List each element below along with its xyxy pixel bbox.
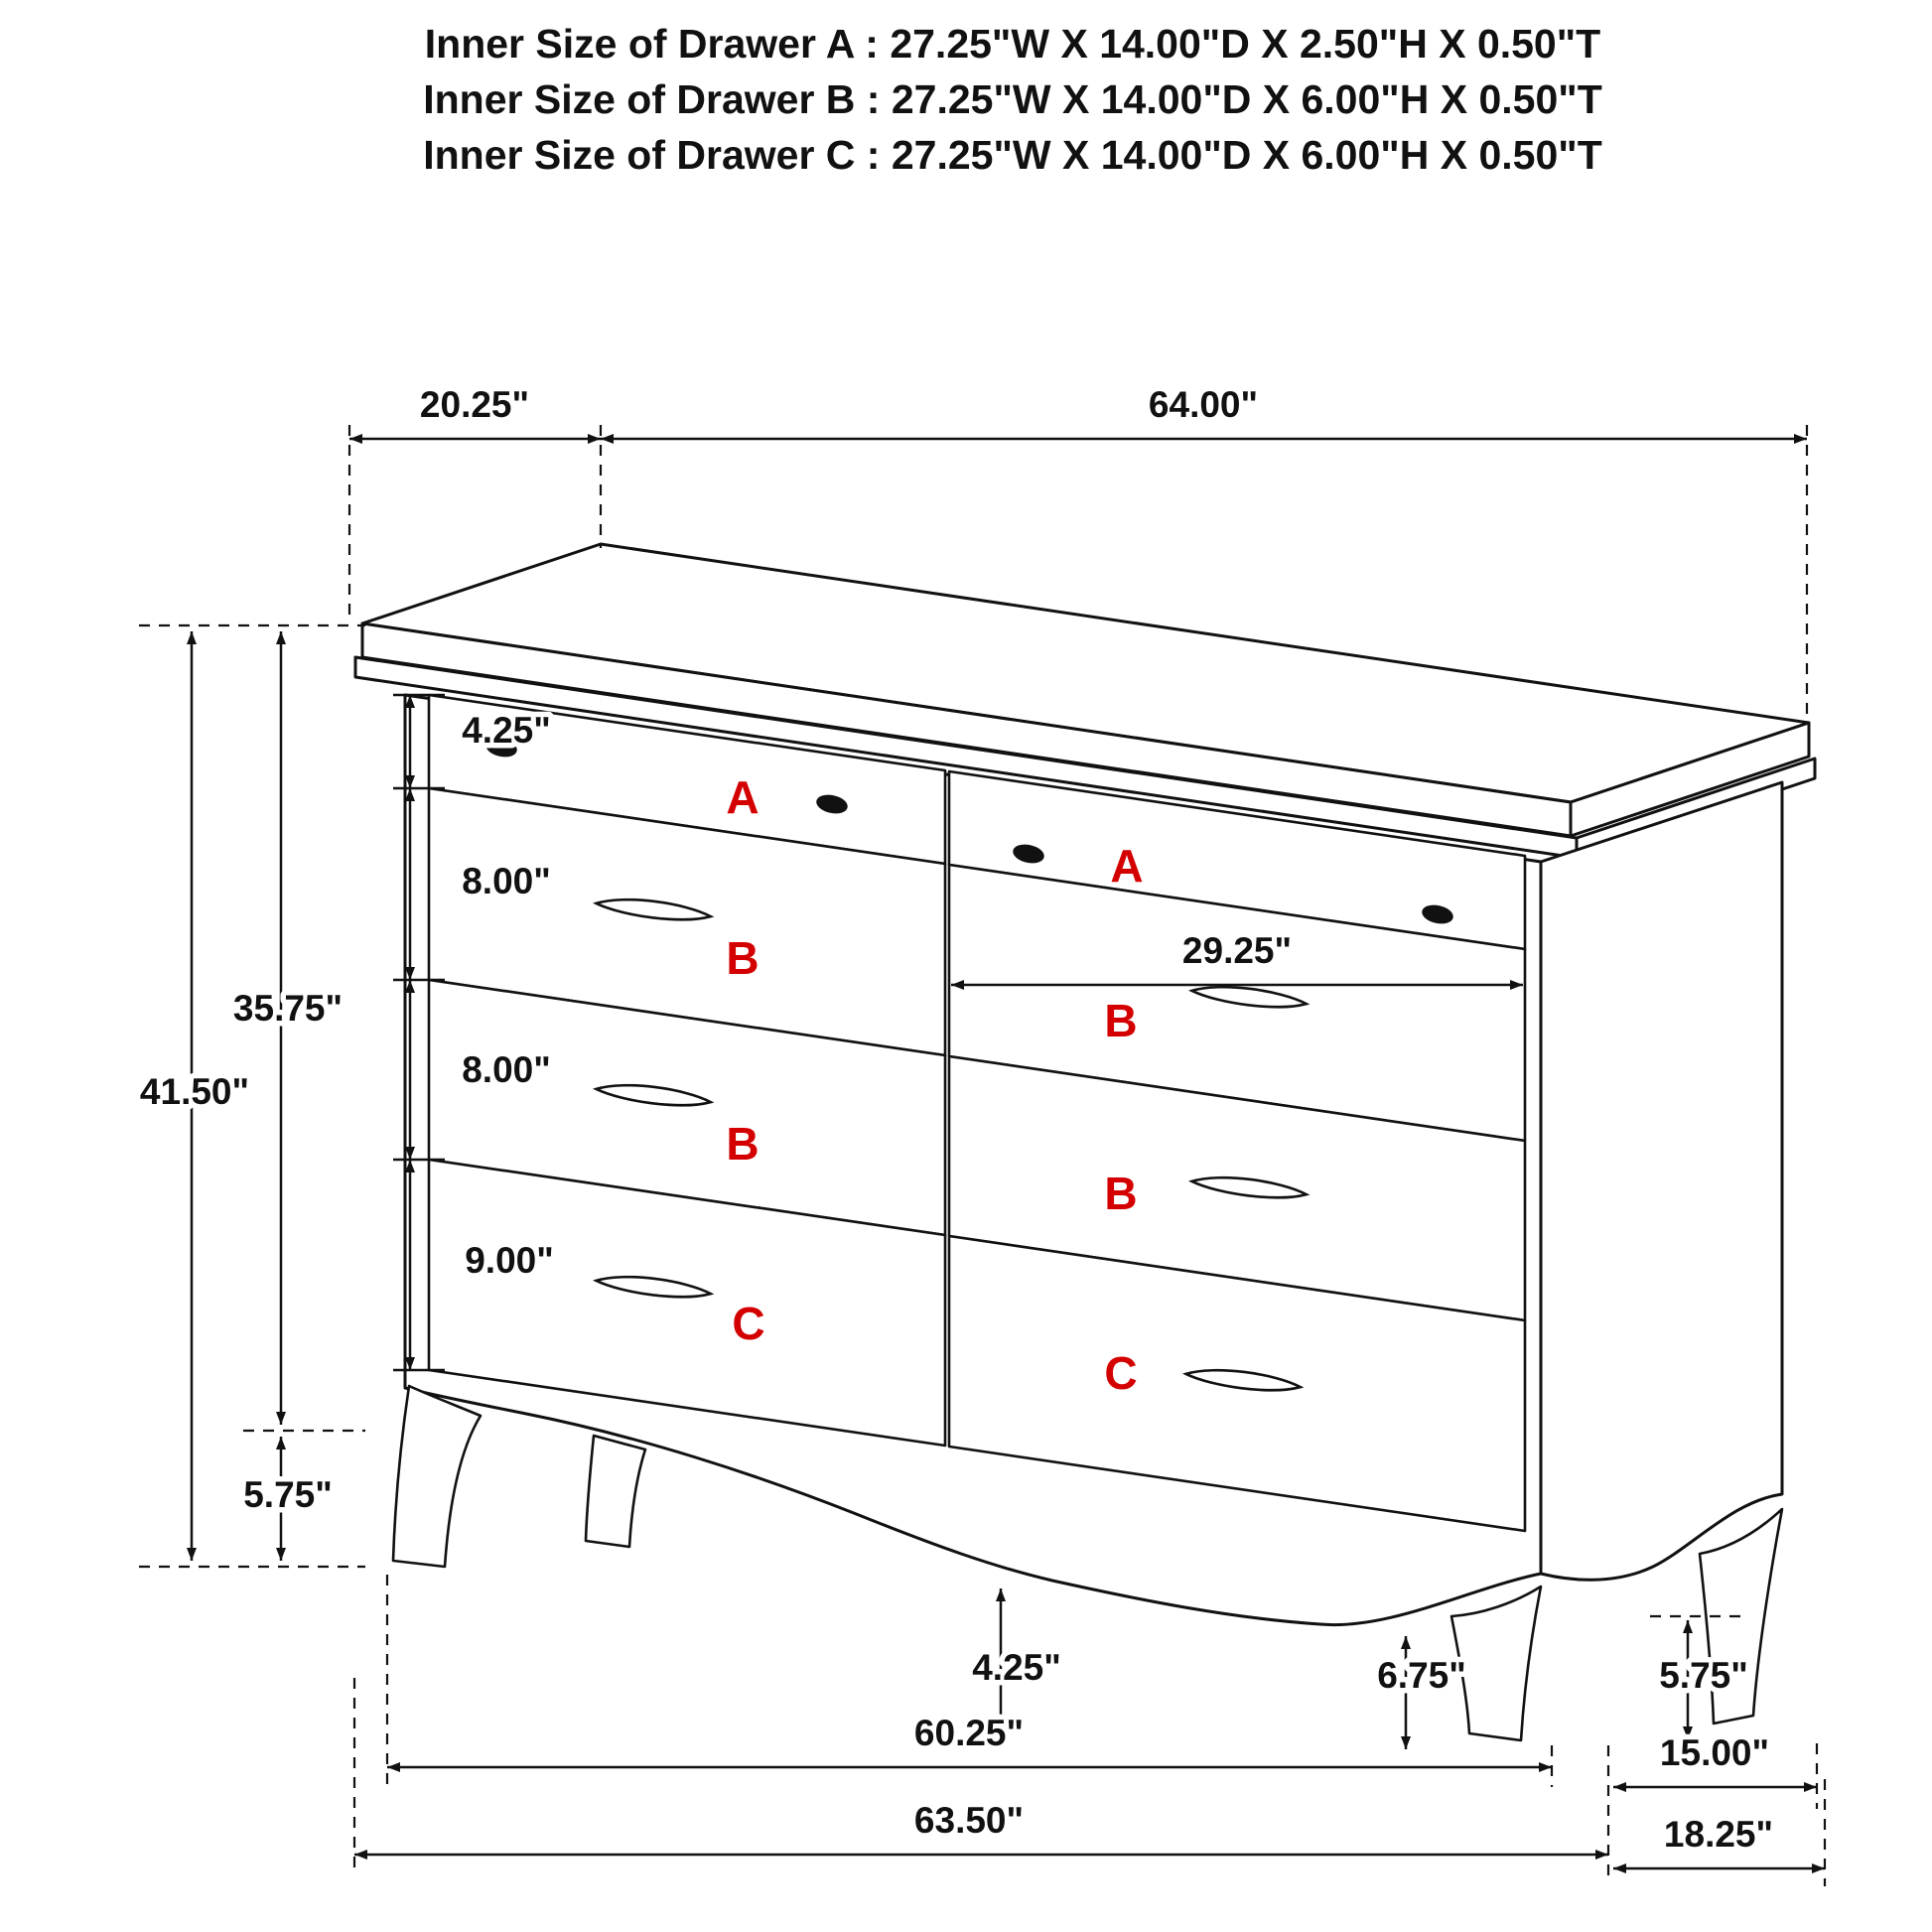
dim-label-drawer-c: 9.00" [465,1240,554,1281]
drawer-pull-icon [592,1275,715,1299]
drawer-label-b2-right: B [1104,1168,1137,1219]
drawer-label-a-left: A [726,771,759,823]
carcass-side [1539,780,1784,1582]
dim-label-top-width: 64.00" [1149,384,1258,425]
drawer-label-c-right: C [1104,1347,1137,1399]
dim-label-overall-height: 41.50" [140,1071,249,1112]
legs [391,1384,1784,1742]
header: Inner Size of Drawer A : 27.25"W X 14.00… [423,21,1602,178]
dim-label-right-leg-height: 5.75" [1659,1655,1748,1696]
dimension-lines: 20.25" 64.00" 41.50" 35.75" 5.75" 4.25" … [134,379,1827,1886]
drawer-pull-icon [1187,1175,1311,1199]
drawer-pull-icon [592,897,715,921]
dresser-top [353,542,1817,860]
drawer-letters: A A B B B B C C [722,767,1147,1403]
drawer-pull-icon [1181,1368,1305,1392]
knob-icon [1422,904,1453,924]
dim-label-depth-outer: 18.25" [1664,1814,1773,1855]
drawer-label-b1-left: B [726,932,759,984]
drawer-label-c-left: C [732,1298,764,1349]
drawer-label-b1-right: B [1104,995,1137,1046]
back-left-leg [584,1434,647,1549]
header-line-2: Inner Size of Drawer B : 27.25"W X 14.00… [423,76,1602,122]
knob-icon [1013,844,1044,864]
dim-label-drawer-b2: 8.00" [462,1049,551,1090]
drawer-c-left [427,1158,947,1448]
dim-label-drawer-a: 4.25" [462,710,551,751]
dim-label-case-height: 35.75" [233,988,343,1029]
front-left-leg [391,1384,483,1569]
dim-label-depth-inner: 15.00" [1660,1732,1769,1773]
drawer-pull-icon [592,1083,715,1107]
dim-label-left-leg-height: 5.75" [243,1474,333,1515]
drawers [427,693,1527,1533]
dim-label-top-depth: 20.25" [420,384,529,425]
dim-label-drawer-width: 29.25" [1182,930,1292,971]
header-line-3: Inner Size of Drawer C : 27.25"W X 14.00… [423,132,1602,178]
dim-label-width-outer: 63.50" [914,1800,1024,1841]
dim-label-apron-clearance: 4.25" [972,1647,1061,1688]
dim-label-width-inner: 60.25" [914,1713,1024,1753]
header-line-1: Inner Size of Drawer A : 27.25"W X 14.00… [425,21,1600,67]
dresser-drawing: A A B B B B C C [353,542,1817,1742]
dim-label-center-clearance: 6.75" [1377,1655,1466,1696]
drawer-label-a-right: A [1110,840,1143,892]
drawer-label-b2-left: B [726,1118,759,1170]
front-right-leg [1449,1585,1543,1742]
back-right-leg [1698,1507,1784,1725]
knob-icon [485,738,517,758]
handles [485,738,1453,1392]
dim-label-drawer-b1: 8.00" [462,861,551,901]
knob-icon [816,794,848,814]
top-edge-side [1569,721,1811,838]
